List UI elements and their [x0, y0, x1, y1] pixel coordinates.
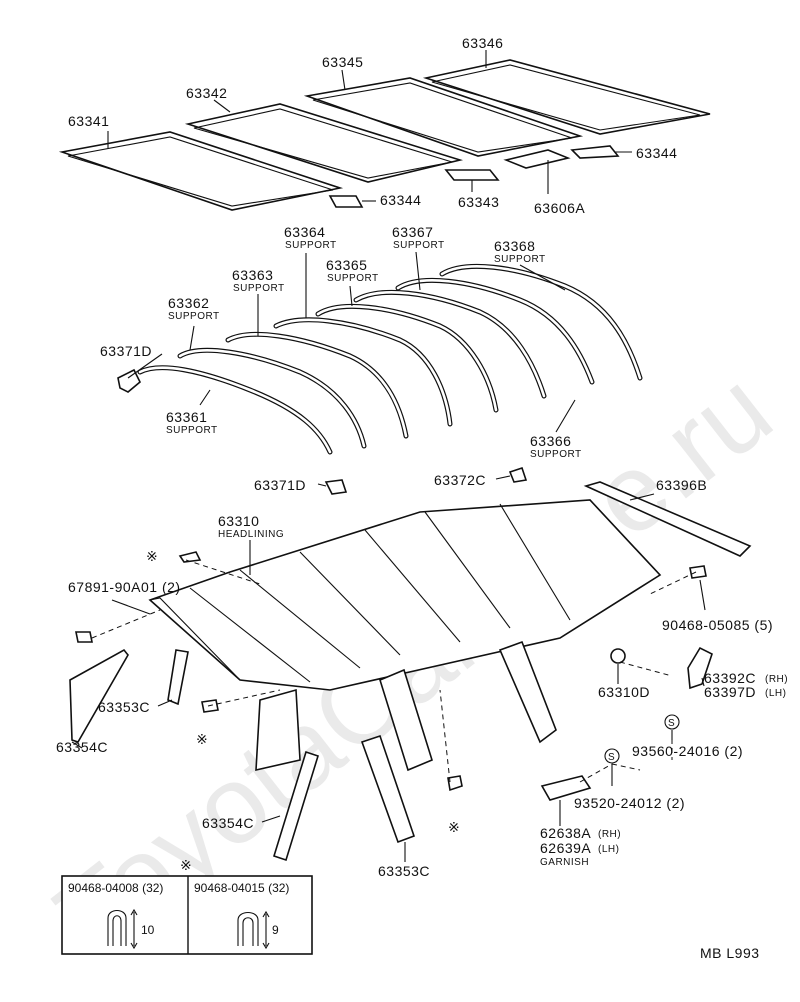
fastener-box: 90468-04008 (32) 90468-04015 (32) 10 9 — [61, 875, 313, 955]
roof-panel-63341[interactable] — [58, 131, 344, 211]
label-63353C-bottom: 63353C — [378, 863, 430, 879]
spacer-63606A[interactable] — [503, 149, 571, 169]
sublabel-63367-support: SUPPORT — [393, 240, 445, 251]
clip-63310D[interactable] — [610, 648, 626, 664]
label-63368: 63368 — [494, 238, 535, 254]
label-93560: 93560-24016 (2) — [632, 743, 743, 759]
sublabel-lh-63397D: (LH) — [765, 688, 786, 699]
pillar-trim-center[interactable] — [379, 668, 433, 772]
screw-93520[interactable] — [604, 748, 620, 764]
label-63363: 63363 — [232, 267, 273, 283]
label-63364: 63364 — [284, 224, 325, 240]
trim-strip-63396B[interactable] — [583, 481, 752, 557]
screw-93560[interactable] — [664, 714, 680, 730]
spacer-63344-left[interactable] — [328, 195, 364, 208]
bracket-63371D-upper[interactable] — [117, 368, 141, 393]
headlining-leaders — [71, 493, 706, 862]
label-63371D-upper: 63371D — [100, 343, 152, 359]
clip-90468-04015-icon — [237, 910, 270, 950]
bracket-63392C-63397D[interactable] — [687, 646, 713, 690]
label-63366: 63366 — [530, 433, 571, 449]
bracket-63371D-lower[interactable] — [324, 479, 348, 495]
clip-90468-04015-label: 90468-04015 (32) — [194, 881, 289, 895]
label-63365: 63365 — [326, 257, 367, 273]
label-63606A: 63606A — [534, 200, 585, 216]
label-63341: 63341 — [68, 113, 109, 129]
bracket-63372C[interactable] — [508, 466, 528, 483]
label-63362: 63362 — [168, 295, 209, 311]
label-90468-05085: 90468-05085 (5) — [662, 617, 773, 633]
sublabel-63365-support: SUPPORT — [327, 273, 379, 284]
label-63371D-lower: 63371D — [254, 477, 306, 493]
pillar-trim-63354C-bottom[interactable] — [273, 750, 319, 862]
garnish-62638A[interactable] — [540, 775, 592, 801]
label-62638A: 62638A — [540, 825, 591, 841]
pillar-trim-right[interactable] — [498, 640, 557, 744]
diagram-code: MB L993 — [700, 945, 760, 961]
label-63367: 63367 — [392, 224, 433, 240]
label-63346: 63346 — [462, 35, 503, 51]
label-63345: 63345 — [322, 54, 363, 70]
roof-leaders — [107, 50, 632, 202]
s-mark-upper: S — [668, 718, 675, 729]
spacer-63344-right[interactable] — [570, 145, 620, 159]
support-bows[interactable] — [137, 263, 643, 455]
label-63396B: 63396B — [656, 477, 707, 493]
roof-panel-63346[interactable] — [422, 59, 711, 135]
label-93520: 93520-24012 (2) — [574, 795, 685, 811]
label-67891: 67891-90A01 (2) — [68, 579, 181, 595]
sublabel-lh-62639A: (LH) — [598, 844, 619, 855]
clip-90468-04008-dim: 10 — [141, 923, 155, 937]
label-63310: 63310 — [218, 513, 259, 529]
label-63353C-left: 63353C — [98, 699, 150, 715]
label-63343: 63343 — [458, 194, 499, 210]
sublabel-headlining: HEADLINING — [218, 529, 284, 540]
s-mark-lower: S — [608, 752, 615, 763]
labels: 63341 63342 63345 63346 63344 63343 6360… — [56, 35, 788, 961]
asterisk-box: ※ — [180, 857, 192, 873]
sublabel-63363-support: SUPPORT — [233, 283, 285, 294]
sublabel-rh-63392C: (RH) — [765, 674, 788, 685]
spacer-63343[interactable] — [444, 169, 500, 181]
label-63342: 63342 — [186, 85, 227, 101]
sublabel-63364-support: SUPPORT — [285, 240, 337, 251]
label-63397D: 63397D — [704, 684, 756, 700]
sublabel-63366-support: SUPPORT — [530, 449, 582, 460]
label-63310D: 63310D — [598, 684, 650, 700]
sublabel-63362-support: SUPPORT — [168, 311, 220, 322]
asterisk-upper: ※ — [146, 548, 158, 564]
support-leaders — [127, 251, 576, 487]
asterisk-lower-left: ※ — [196, 731, 208, 747]
clip-90468-05085[interactable] — [689, 565, 707, 579]
sublabel-63368-support: SUPPORT — [494, 254, 546, 265]
roof-panel-63345[interactable] — [303, 77, 584, 157]
label-63344-right: 63344 — [636, 145, 677, 161]
label-63344-left: 63344 — [380, 192, 421, 208]
clip-90468-04008-icon — [107, 908, 138, 950]
label-63372C: 63372C — [434, 472, 486, 488]
pillar-trim-63353C-left[interactable] — [167, 649, 189, 706]
label-63354C-left: 63354C — [56, 739, 108, 755]
asterisk-center: ※ — [448, 819, 460, 835]
sublabel-garnish: GARNISH — [540, 857, 589, 868]
pillar-trim-63353C-bottom[interactable] — [360, 734, 416, 844]
pillar-trim-63354C-left[interactable] — [69, 648, 129, 743]
label-63354C-bottom: 63354C — [202, 815, 254, 831]
label-63392C: 63392C — [704, 670, 756, 686]
sublabel-63361-support: SUPPORT — [166, 425, 218, 436]
clip-upper-left[interactable] — [178, 551, 202, 563]
clip-90468-04008-label: 90468-04008 (32) — [68, 881, 163, 895]
label-63361: 63361 — [166, 409, 207, 425]
headlining-63310[interactable] — [148, 499, 662, 691]
clip-67891[interactable] — [75, 631, 93, 643]
roof-panel-63342[interactable] — [184, 103, 464, 183]
clip-center[interactable] — [447, 775, 463, 792]
pillar-trim-lower-left[interactable] — [255, 688, 301, 772]
sublabel-rh-62638A: (RH) — [598, 829, 621, 840]
clip-90468-04015-dim: 9 — [272, 923, 279, 937]
label-62639A: 62639A — [540, 840, 591, 856]
